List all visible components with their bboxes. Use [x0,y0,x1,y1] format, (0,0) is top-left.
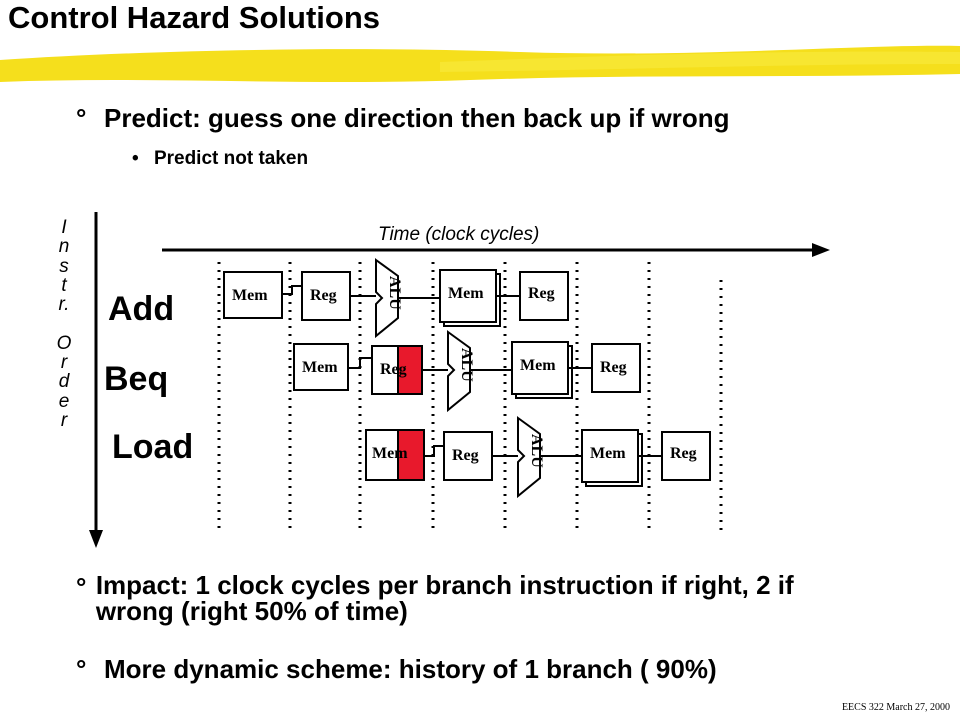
mem-stage-label: Mem [520,357,556,374]
mem-stage [223,271,283,319]
axis-letter: r [60,409,68,431]
footer-text: EECS 322 March 27, 2000 [841,702,950,713]
bullet-text: More dynamic scheme: history of 1 branch… [104,654,717,684]
alu-stage [375,258,399,339]
time-axis-label: Time (clock cycles) [378,224,540,245]
axis-letter: s [59,255,69,277]
alu-stage-label: ALU [458,348,475,382]
time-axis-arrowhead [812,243,830,257]
axis-letter: n [58,236,70,258]
pipeline-row-add: Mem Reg ALU Mem Reg [223,258,569,339]
bullet-marker: ° [76,103,87,133]
axis-letter: r [60,352,68,374]
mem-stage [581,429,639,483]
axis-letter: O [56,332,72,354]
bullet-marker: ° [76,572,87,602]
stall-highlight [397,429,425,481]
axis-letter: d [58,371,70,393]
bullet-dynamic-scheme: ° More dynamic scheme: history of 1 bran… [76,654,717,684]
pipeline-row-load: Mem Reg ALU Mem Reg [365,416,711,499]
bullet-predict: ° Predict: guess one direction then back… [76,102,730,134]
mem-stage-label: Mem [372,445,408,462]
instruction-label-beq: Beq [104,360,169,398]
instruction-order-arrowhead [89,530,103,548]
clock-cycle-dividers [217,262,723,530]
axis-letter: I [61,217,67,238]
alu-stage [517,416,541,499]
mem-stage [293,343,349,391]
title-highlight-stroke [0,45,960,82]
instruction-label-add: Add [108,290,175,328]
mem-stage-label: Mem [590,445,626,462]
axis-letter [52,314,76,333]
bullet-impact: ° Impact: 1 clock cycles per branch inst… [76,572,816,624]
instruction-label-load: Load [112,428,194,466]
mem-stage-label: Mem [302,359,338,376]
mem-stage-label: Mem [232,287,268,304]
reg-stage-label: Reg [380,361,407,378]
alu-stage-label: ALU [386,276,403,310]
reg-stage-label: Reg [452,447,479,464]
axis-letter: r. [58,294,70,316]
bullet-marker: ° [76,654,87,684]
alu-stage [447,330,471,413]
page-title: Control Hazard Solutions [8,0,380,35]
alu-stage-label: ALU [528,434,545,468]
sub-bullet-marker: • [132,148,139,169]
reg-stage-label: Reg [310,287,337,304]
axis-letter: e [58,390,70,412]
sub-bullet-text: Predict not taken [153,148,309,169]
reg-stage-label: Reg [528,285,555,302]
mem-stage-label: Mem [448,285,484,302]
bullet-text: Predict: guess one direction then back u… [104,103,730,133]
stall-highlight [397,345,423,395]
axis-letter: t [61,274,67,296]
mem-stage [511,341,569,395]
reg-stage [519,271,569,321]
reg-stage-label: Reg [600,359,627,376]
pipeline-row-beq: Mem Reg ALU Mem Reg [293,330,641,413]
reg-stage [591,343,641,393]
instruction-order-label: I n s t r. O r d e r [52,217,76,431]
sub-bullet-predict-not-taken: • Predict not taken [132,148,308,170]
reg-stage-label: Reg [670,445,697,462]
reg-stage [661,431,711,481]
bullet-text: Impact: 1 clock cycles per branch instru… [95,570,794,626]
